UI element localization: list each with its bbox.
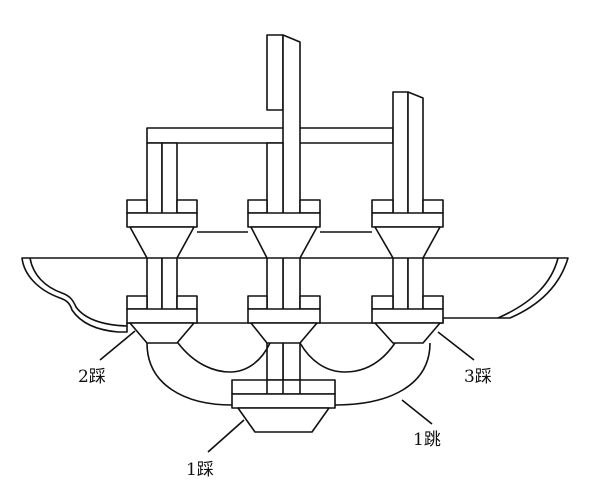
upper-beam xyxy=(146,127,394,144)
lower-block xyxy=(247,295,321,344)
bottom-block xyxy=(231,379,336,433)
leader-line xyxy=(437,331,475,361)
leader-line xyxy=(207,419,245,453)
lower-block xyxy=(371,295,444,344)
inner-arm xyxy=(177,342,271,373)
label-3-step: 3踩 xyxy=(464,367,492,387)
lower-block xyxy=(126,295,198,344)
leader-line xyxy=(401,399,433,425)
label-1-jump: 1跳 xyxy=(413,430,441,450)
first-jump-arm xyxy=(334,342,431,406)
first-jump-arm xyxy=(146,342,233,406)
upper-block xyxy=(247,199,321,259)
upper-block xyxy=(126,199,198,259)
upper-block xyxy=(371,199,444,259)
label-1-step: 1踩 xyxy=(186,460,214,480)
label-2-step: 2踩 xyxy=(78,367,106,387)
inner-arm xyxy=(299,342,396,373)
right-post xyxy=(392,91,424,323)
leader-line xyxy=(99,330,136,361)
